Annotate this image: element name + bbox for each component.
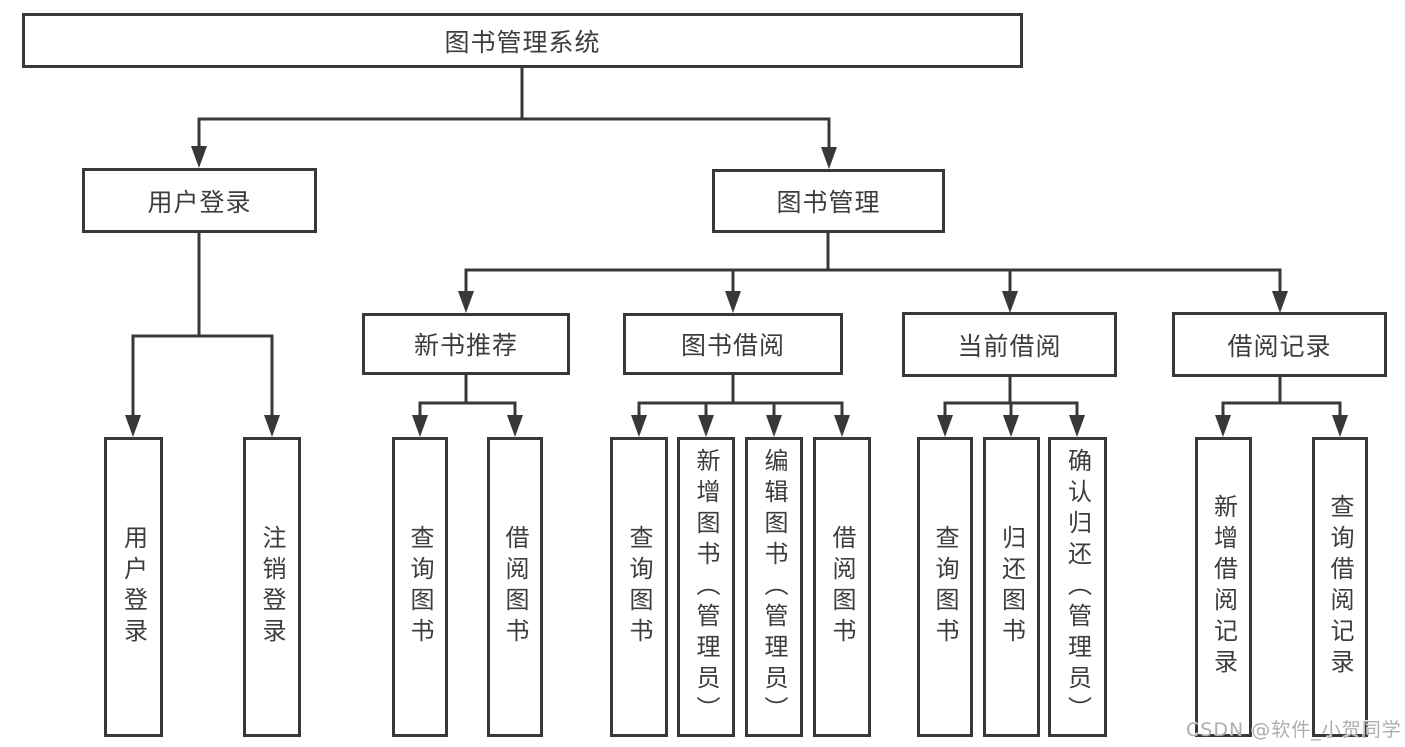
- edges-root: [191, 68, 837, 169]
- edges-current-borrow: [937, 375, 1085, 437]
- node-leaf-bb-query-book-label: 查询图书: [625, 525, 653, 649]
- node-leaf-logout-label: 注销登录: [258, 525, 286, 649]
- node-leaf-br-add-record-label: 新增借阅记录: [1209, 494, 1238, 680]
- node-root-label: 图书管理系统: [444, 27, 601, 57]
- node-leaf-logout: 注销登录: [243, 437, 301, 737]
- node-root: 图书管理系统: [22, 13, 1023, 68]
- node-leaf-cb-confirm-return-label: 确认归还（管理员）: [1063, 447, 1092, 727]
- node-leaf-cb-confirm-return: 确认归还（管理员）: [1048, 437, 1107, 737]
- edges-borrow-record: [1215, 375, 1348, 437]
- node-leaf-nbr-borrow-book-label: 借阅图书: [501, 525, 529, 649]
- node-leaf-nbr-query-book-label: 查询图书: [406, 525, 434, 649]
- node-leaf-nbr-query-book: 查询图书: [392, 437, 448, 737]
- edges-book-management: [458, 231, 1288, 313]
- node-leaf-bb-add-book-label: 新增图书（管理员）: [692, 447, 720, 727]
- node-user-login-label: 用户登录: [147, 187, 252, 217]
- node-book-management-label: 图书管理: [776, 188, 881, 217]
- node-book-management: 图书管理: [712, 169, 945, 233]
- node-current-borrow-label: 当前借阅: [957, 331, 1062, 361]
- node-leaf-cb-query-book: 查询图书: [917, 437, 973, 737]
- edges-book-borrow: [631, 373, 850, 437]
- node-leaf-user-login: 用户登录: [104, 437, 163, 737]
- node-new-book-recommend: 新书推荐: [362, 313, 570, 375]
- node-user-login: 用户登录: [82, 168, 317, 233]
- node-leaf-bb-query-book: 查询图书: [610, 437, 668, 737]
- node-new-book-recommend-label: 新书推荐: [413, 331, 518, 360]
- node-leaf-bb-add-book: 新增图书（管理员）: [677, 437, 735, 737]
- node-leaf-bb-edit-book: 编辑图书（管理员）: [745, 437, 803, 737]
- node-leaf-bb-borrow-book-label: 借阅图书: [828, 525, 856, 649]
- node-leaf-cb-return-book: 归还图书: [983, 437, 1040, 737]
- node-leaf-user-login-label: 用户登录: [119, 525, 148, 649]
- watermark: CSDN @软件_小贺同学: [1186, 719, 1402, 741]
- node-leaf-br-add-record: 新增借阅记录: [1195, 437, 1252, 737]
- node-leaf-br-query-record: 查询借阅记录: [1312, 437, 1368, 737]
- node-current-borrow: 当前借阅: [902, 312, 1117, 377]
- node-book-borrow-label: 图书借阅: [680, 331, 785, 360]
- node-leaf-br-query-record-label: 查询借阅记录: [1326, 494, 1354, 680]
- node-leaf-bb-edit-book-label: 编辑图书（管理员）: [760, 447, 788, 727]
- node-borrow-record-label: 借阅记录: [1227, 331, 1332, 361]
- node-leaf-nbr-borrow-book: 借阅图书: [487, 437, 543, 737]
- node-leaf-cb-return-book-label: 归还图书: [997, 525, 1026, 649]
- node-borrow-record: 借阅记录: [1172, 312, 1387, 377]
- node-leaf-cb-query-book-label: 查询图书: [931, 525, 959, 649]
- node-leaf-bb-borrow-book: 借阅图书: [813, 437, 871, 737]
- edges-user-login: [125, 231, 280, 437]
- edges-new-book-recommend: [412, 373, 523, 437]
- node-book-borrow: 图书借阅: [623, 313, 843, 375]
